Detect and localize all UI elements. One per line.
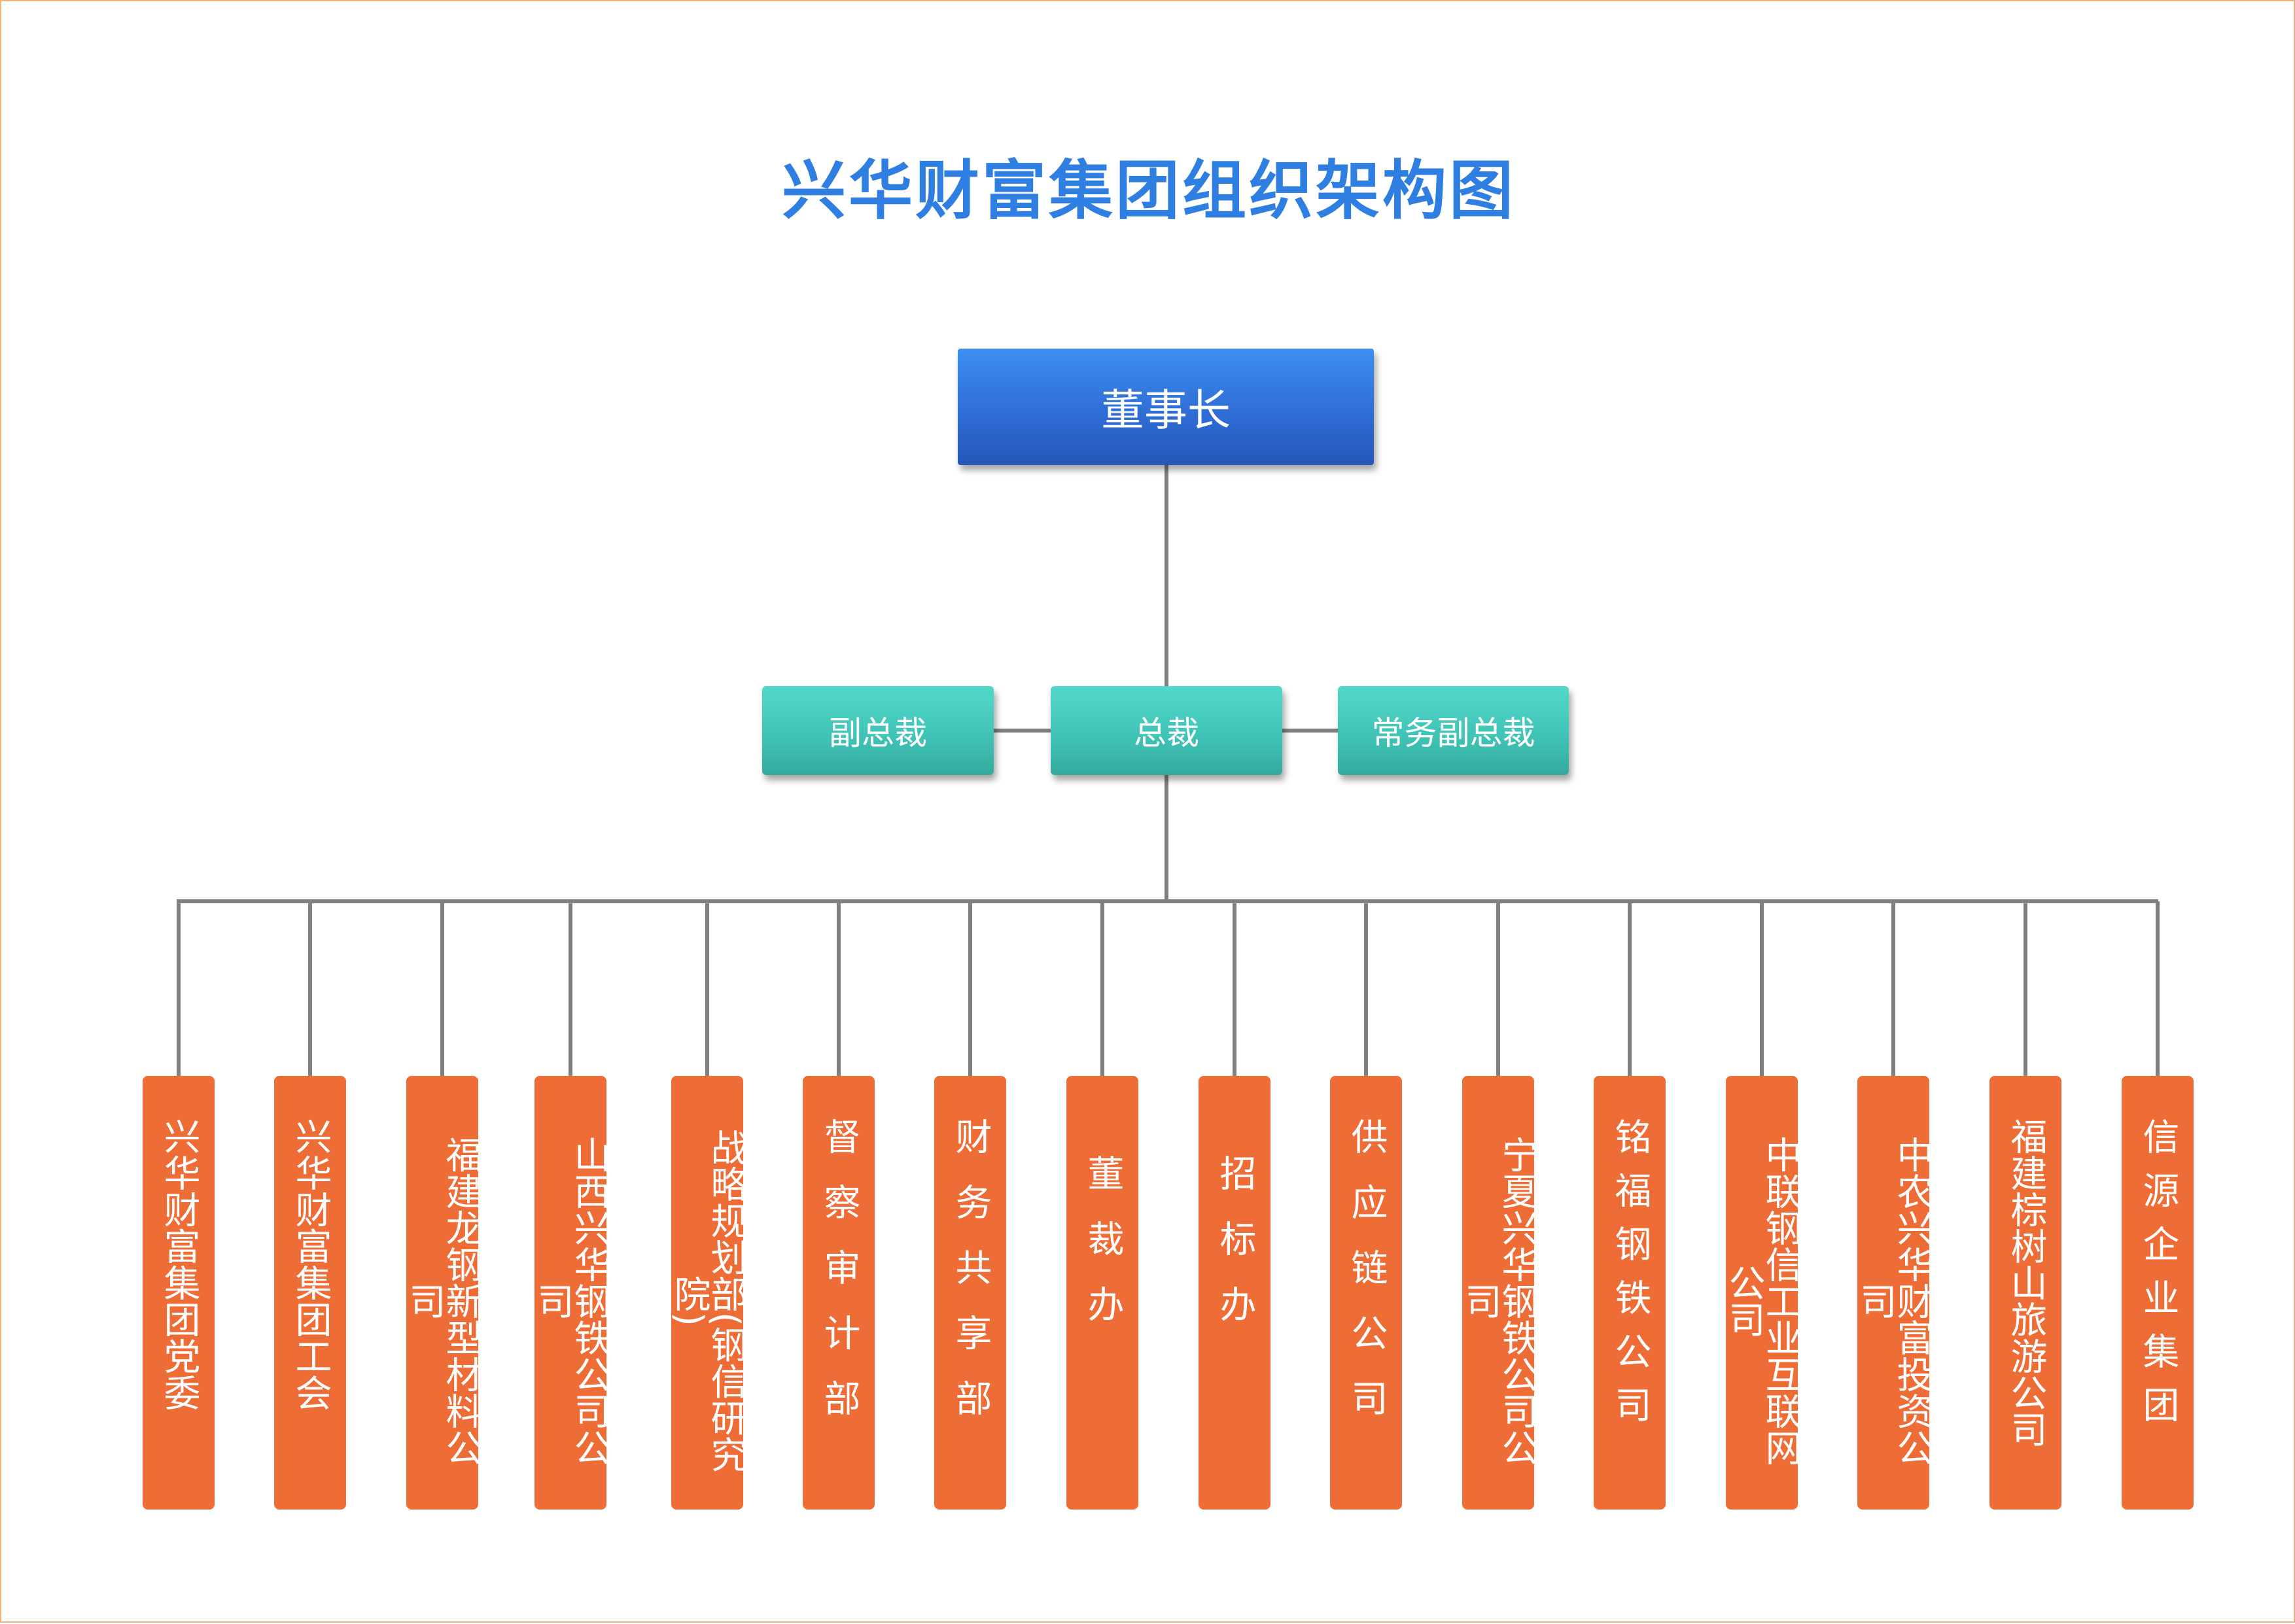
vice-president-label: 副总裁 [829, 714, 927, 752]
department-box: 招标办 [1199, 1076, 1270, 1510]
department-box: 山西兴华钢铁公司公司 [531, 1076, 610, 1510]
department-box: 战略规划部(钢信研究院) [668, 1076, 747, 1510]
chart-title: 兴华财富集团组织架构图 [781, 154, 1516, 228]
department-label: 战略规划部(钢信研究院) [668, 1128, 747, 1473]
department-box: 董裁办 [1066, 1076, 1138, 1510]
department-label: 督察审计部 [818, 1118, 860, 1445]
department-box: 供应链公司 [1330, 1076, 1402, 1510]
department-label: 中联钢信工业互联网公司 [1723, 1135, 1802, 1466]
department-box: 宁夏兴华钢铁公司公司 [1459, 1076, 1538, 1510]
president-box: 总裁 [1051, 686, 1282, 775]
department-label: 兴华财富集团工会 [289, 1118, 332, 1411]
department-label: 供应链公司 [1345, 1118, 1388, 1445]
department-label: 宁夏兴华钢铁公司公司 [1459, 1135, 1538, 1466]
department-label: 董裁办 [1081, 1154, 1124, 1351]
president-label: 总裁 [1134, 714, 1199, 752]
chairman-label: 董事长 [1101, 385, 1231, 436]
department-box: 铭福钢铁公司 [1594, 1076, 1666, 1510]
vice-president-box: 副总裁 [762, 686, 994, 775]
department-box: 督察审计部 [803, 1076, 875, 1510]
department-box: 信源企业集团 [2122, 1076, 2194, 1510]
department-label: 兴华财富集团党委 [158, 1118, 200, 1411]
department-drop-lines [177, 901, 2160, 1076]
department-box: 中农兴华财富投资公司 [1854, 1076, 1933, 1510]
department-box: 兴华财富集团党委 [143, 1076, 215, 1510]
department-box: 福建龙钢新型材料公司 [403, 1076, 482, 1510]
department-label: 招标办 [1214, 1154, 1256, 1351]
department-box: 财务共享部 [934, 1076, 1006, 1510]
department-box: 兴华财富集团工会 [274, 1076, 346, 1510]
department-label: 中农兴华财富投资公司 [1854, 1135, 1933, 1466]
department-label: 福建龙钢新型材料公司 [403, 1135, 482, 1466]
department-label: 福建棕树山旅游公司 [2005, 1118, 2047, 1447]
department-box: 中联钢信工业互联网公司 [1723, 1076, 1802, 1510]
department-label: 信源企业集团 [2137, 1118, 2179, 1440]
department-box: 福建棕树山旅游公司 [1989, 1076, 2061, 1510]
executive-vice-president-box: 常务副总裁 [1338, 686, 1569, 775]
department-label: 财务共享部 [949, 1118, 992, 1445]
executive-vice-president-label: 常务副总裁 [1371, 714, 1535, 752]
department-label: 山西兴华钢铁公司公司 [531, 1135, 610, 1466]
department-label: 铭福钢铁公司 [1609, 1118, 1651, 1440]
chairman-box: 董事长 [958, 349, 1374, 465]
